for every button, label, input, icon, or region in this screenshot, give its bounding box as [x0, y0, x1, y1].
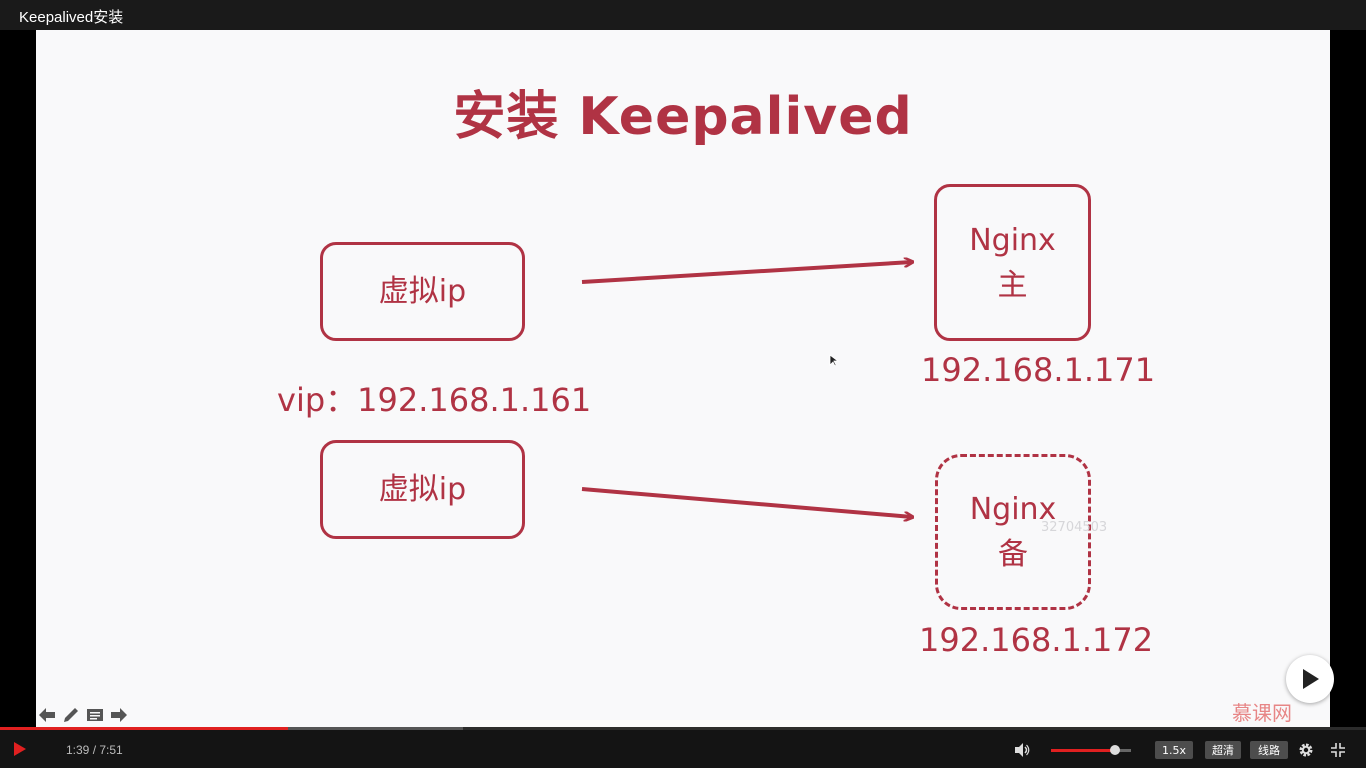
- nginx-backup-role: 备: [998, 537, 1028, 572]
- gear-icon[interactable]: [1298, 742, 1314, 762]
- nginx-master-name: Nginx: [969, 222, 1056, 258]
- nginx-master-role: 主: [997, 267, 1028, 303]
- virtual-ip-label: 虚拟ip: [378, 274, 467, 309]
- volume-handle[interactable]: [1110, 745, 1120, 755]
- volume-icon[interactable]: [1014, 742, 1030, 762]
- video-area[interactable]: 安装 Keepalived 虚拟ip 虚拟ip vip：192.168.1.16…: [36, 30, 1334, 728]
- big-play-icon[interactable]: [1286, 655, 1334, 703]
- nginx-master-ip: 192.168.1.171: [921, 351, 1156, 389]
- virtual-ip-box-bottom: 虚拟ip: [320, 440, 525, 539]
- volume-slider[interactable]: [1051, 745, 1131, 755]
- progress-bar[interactable]: [0, 727, 1366, 730]
- player-controls: 1:39 / 7:51 1.5x 超清 线路: [0, 730, 1366, 768]
- mouse-cursor-icon: [829, 354, 839, 367]
- notes-icon[interactable]: [86, 706, 104, 724]
- nginx-backup-name: Nginx: [969, 492, 1057, 527]
- virtual-ip-label: 虚拟ip: [378, 472, 467, 507]
- arrow-left-icon[interactable]: [38, 706, 56, 724]
- time-display: 1:39 / 7:51: [66, 743, 123, 757]
- arrow-to-master: [581, 262, 912, 284]
- virtual-ip-box-top: 虚拟ip: [320, 242, 525, 341]
- watermark: 32704503: [1041, 520, 1108, 535]
- play-icon[interactable]: [13, 741, 27, 761]
- title-bar: Keepalived安装: [0, 0, 1366, 30]
- speed-button[interactable]: 1.5x: [1155, 741, 1193, 759]
- nginx-backup-ip: 192.168.1.172: [919, 621, 1154, 659]
- arrows: [581, 30, 1330, 728]
- nginx-master-box: Nginx 主: [934, 184, 1091, 341]
- window-title: Keepalived安装: [19, 9, 124, 26]
- slide-tools: [38, 706, 128, 724]
- pencil-icon[interactable]: [62, 706, 80, 724]
- route-button[interactable]: 线路: [1250, 741, 1288, 759]
- arrow-right-icon[interactable]: [110, 706, 128, 724]
- slide-title: 安装 Keepalived: [453, 87, 913, 147]
- vip-address: vip：192.168.1.161: [277, 381, 592, 419]
- progress-played: [0, 727, 289, 730]
- arrow-to-backup: [581, 487, 912, 517]
- imooc-logo: 慕课网: [1232, 701, 1292, 725]
- quality-button[interactable]: 超清: [1205, 741, 1241, 759]
- volume-level: [1051, 749, 1115, 752]
- fullscreen-exit-icon[interactable]: [1330, 742, 1346, 762]
- nginx-backup-box: Nginx 备: [935, 454, 1091, 610]
